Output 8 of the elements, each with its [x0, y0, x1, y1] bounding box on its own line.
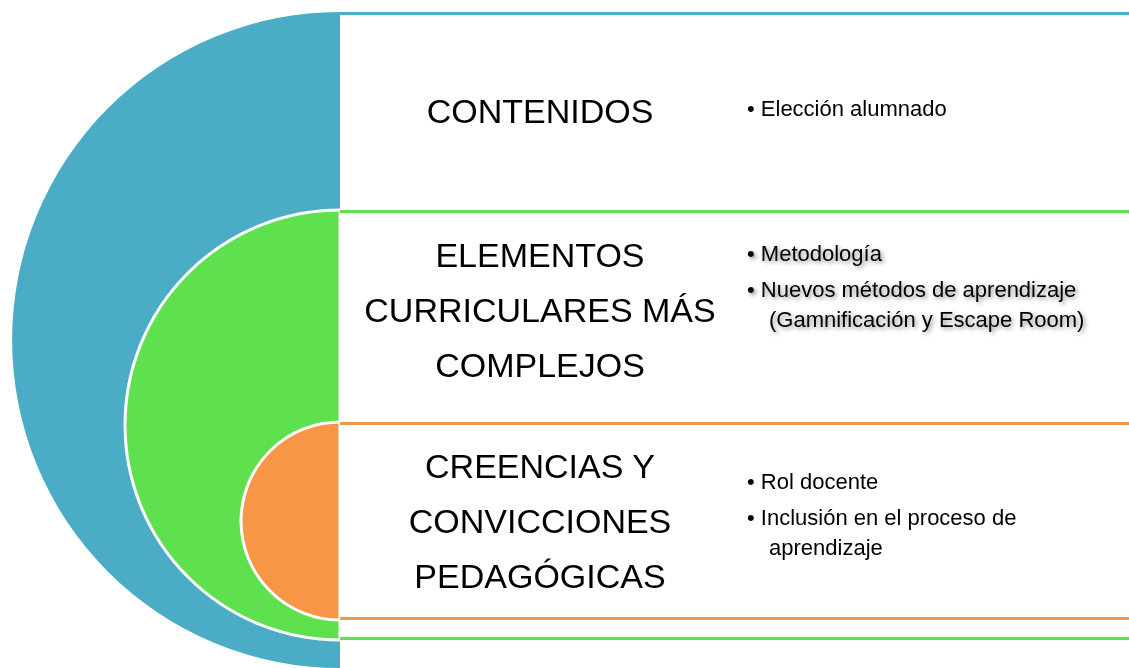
bullet-item: • Rol docente [747, 468, 880, 496]
bullet-item: • Metodología [747, 240, 883, 268]
bullet-item: • Elección alumnado [747, 95, 948, 123]
band-heading: CREENCIAS Y CONVICCIONES PEDAGÓGICAS [407, 446, 673, 597]
bullet-item: • Nuevos métodos de aprendizaje (Gamnificación y Escape Room) [747, 276, 1086, 334]
bullet-item: • Inclusión en el proceso de aprendizaje [747, 504, 1018, 562]
band-heading: ELEMENTOS CURRICULARES MÁS COMPLEJOS [363, 235, 717, 386]
band-heading: CONTENIDOS [425, 91, 655, 132]
